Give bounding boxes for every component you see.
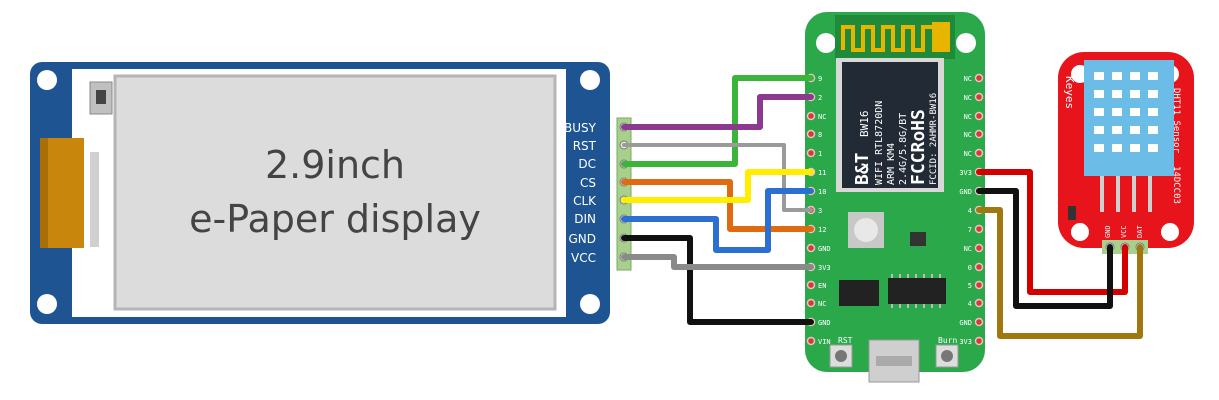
- right-pin-label: 4: [968, 300, 972, 308]
- sensor-pin-dat: DAT: [1136, 225, 1144, 238]
- left-pin-label: 9: [818, 75, 822, 83]
- mounting-hole: [37, 70, 57, 90]
- right-pin-label: NC: [964, 131, 972, 139]
- usb-ic: [888, 278, 946, 304]
- sensor-pin-gnd: GND: [1104, 225, 1112, 238]
- right-pin-label: NC: [964, 113, 972, 121]
- wires: [621, 75, 1143, 339]
- right-pin-label: NC: [964, 75, 972, 83]
- right-pin-label: 7: [968, 226, 972, 234]
- wire-sensor-gnd: [976, 188, 1113, 309]
- mounting-hole: [816, 33, 836, 53]
- left-pin-label: NC: [818, 113, 826, 121]
- wire-din: [621, 188, 814, 253]
- epaper-pin-rst: RST: [573, 139, 597, 153]
- mounting-hole: [37, 294, 57, 314]
- epaper-module: 2.9inch e-Paper display BUSY RST DC CS C…: [30, 62, 632, 324]
- right-pin-label: 3V3: [959, 338, 972, 346]
- left-pin-label: GND: [818, 245, 831, 253]
- burn-button-label: Burn: [938, 336, 957, 345]
- left-pin-label: NC: [818, 300, 826, 308]
- right-pin-label: 4: [968, 207, 972, 215]
- left-pin-label: 3V3: [818, 264, 831, 272]
- chip-fccid: FCCID: 2AHMR-BW16: [929, 93, 939, 185]
- chip-line-1: WIFI RTL8720DN: [874, 101, 885, 185]
- regulator-chip: [910, 232, 926, 246]
- left-pin-label: 10: [818, 188, 826, 196]
- wire-clk: [621, 169, 814, 203]
- epaper-pin-clk: CLK: [573, 194, 597, 208]
- sensor-name: DHT11 Sensor: [1171, 88, 1181, 154]
- wire-gnd: [621, 235, 814, 325]
- left-pin-label: 3: [818, 207, 822, 215]
- chip-model: BW16: [858, 111, 871, 138]
- chip-line-2: ARM KM4: [886, 143, 897, 185]
- epaper-pin-gnd: GND: [568, 232, 596, 246]
- wire-vcc: [621, 254, 814, 270]
- right-pin-label: 5: [968, 282, 972, 290]
- epaper-pin-cs: CS: [580, 176, 596, 190]
- chip-line-3: 2.4G/5.8G/BT: [898, 113, 909, 185]
- sensor-code: 14DCC03: [1171, 166, 1181, 204]
- keyes-label: Keyes: [1063, 76, 1076, 109]
- left-pin-label: 12: [818, 226, 826, 234]
- epaper-pin-dc: DC: [578, 157, 596, 171]
- mounting-hole: [580, 294, 600, 314]
- left-pin-label: EN: [818, 282, 826, 290]
- resistor: [1068, 206, 1076, 220]
- display-screen: [113, 74, 557, 311]
- mounting-hole: [1161, 223, 1179, 241]
- right-pin-label: 3V3: [959, 169, 972, 177]
- epaper-pin-busy: BUSY: [564, 121, 597, 135]
- wire-busy: [621, 94, 814, 130]
- display-title-line1: 2.9inch: [265, 143, 405, 187]
- bw16-board: B&T BW16 WIFI RTL8720DN ARM KM4 2.4G/5.8…: [805, 12, 985, 383]
- left-pin-label: 8: [818, 131, 822, 139]
- rst-button-label: RST: [838, 336, 853, 345]
- epaper-header: [616, 117, 632, 271]
- right-pin-label: GND: [959, 319, 972, 327]
- mounting-hole: [1071, 223, 1089, 241]
- left-pin-label: 1: [818, 150, 822, 158]
- left-pin-label: GND: [818, 319, 831, 327]
- chip-cert: FCCRoHS: [908, 109, 929, 185]
- dht11-module: Keyes DHT11 Sensor 14DCC03 GND VCC DAT: [1058, 52, 1194, 254]
- epaper-pin-din: DIN: [574, 212, 596, 226]
- left-pin-label: 2: [818, 94, 822, 102]
- wire-sensor-dat: [976, 207, 1143, 339]
- right-pin-label: NC: [964, 245, 972, 253]
- display-title-line2: e-Paper display: [189, 197, 481, 241]
- right-pin-label: NC: [964, 94, 972, 102]
- wire-rst: [622, 143, 813, 212]
- wire-dc: [621, 75, 814, 167]
- right-pin-label: GND: [959, 188, 972, 196]
- right-pin-label: NC: [964, 150, 972, 158]
- epaper-pin-vcc: VCC: [571, 251, 596, 265]
- wire-sensor-vcc: [976, 169, 1128, 295]
- right-pin-label: 0: [968, 264, 972, 272]
- left-pin-label: VIN: [818, 338, 831, 346]
- chip-brand: B&T: [852, 152, 873, 185]
- left-pin-label: 11: [818, 169, 826, 177]
- mounting-hole: [580, 70, 600, 90]
- sensor-pin-vcc: VCC: [1120, 225, 1128, 238]
- mounting-hole: [956, 33, 976, 53]
